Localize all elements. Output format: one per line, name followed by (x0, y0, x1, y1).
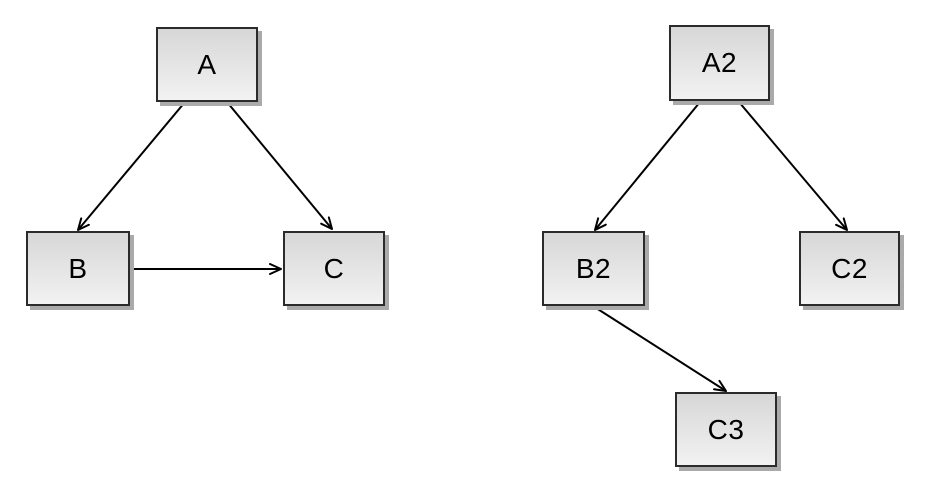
edge-A2-B2[interactable] (594, 101, 701, 231)
edge-B2-C3[interactable] (592, 305, 727, 392)
node-C3-label: C3 (707, 413, 745, 445)
node-B[interactable]: B (26, 231, 130, 306)
node-C3[interactable]: C3 (675, 392, 777, 467)
edge-A-B[interactable] (77, 101, 186, 231)
edge-A2-C2[interactable] (738, 101, 848, 231)
node-C2[interactable]: C2 (799, 231, 900, 306)
node-B-label: B (68, 252, 88, 284)
node-B2[interactable]: B2 (542, 231, 645, 306)
node-C[interactable]: C (283, 231, 385, 306)
edge-A-C[interactable] (226, 101, 333, 230)
node-A-label: A (197, 48, 217, 80)
node-A2[interactable]: A2 (669, 25, 770, 101)
node-A2-label: A2 (701, 47, 738, 78)
node-C-label: C (323, 252, 345, 284)
node-B2-label: B2 (575, 252, 612, 284)
node-C2-label: C2 (831, 252, 868, 284)
node-A[interactable]: A (156, 27, 258, 102)
